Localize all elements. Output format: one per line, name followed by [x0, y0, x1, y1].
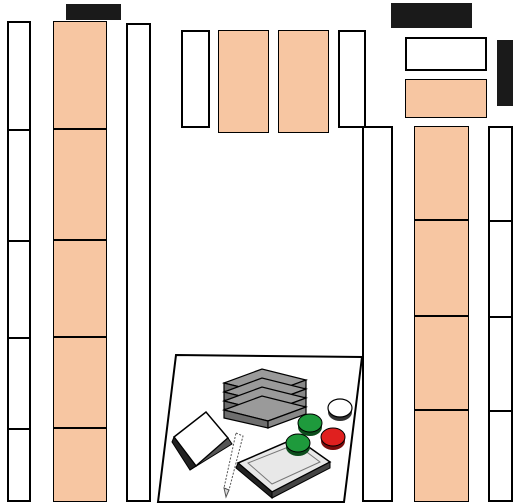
green-disc-icon	[298, 414, 322, 436]
green-disc-icon	[286, 434, 310, 456]
red-disc-icon	[321, 428, 345, 450]
white-disc-icon	[328, 399, 352, 421]
book-stack-icon	[224, 369, 306, 428]
